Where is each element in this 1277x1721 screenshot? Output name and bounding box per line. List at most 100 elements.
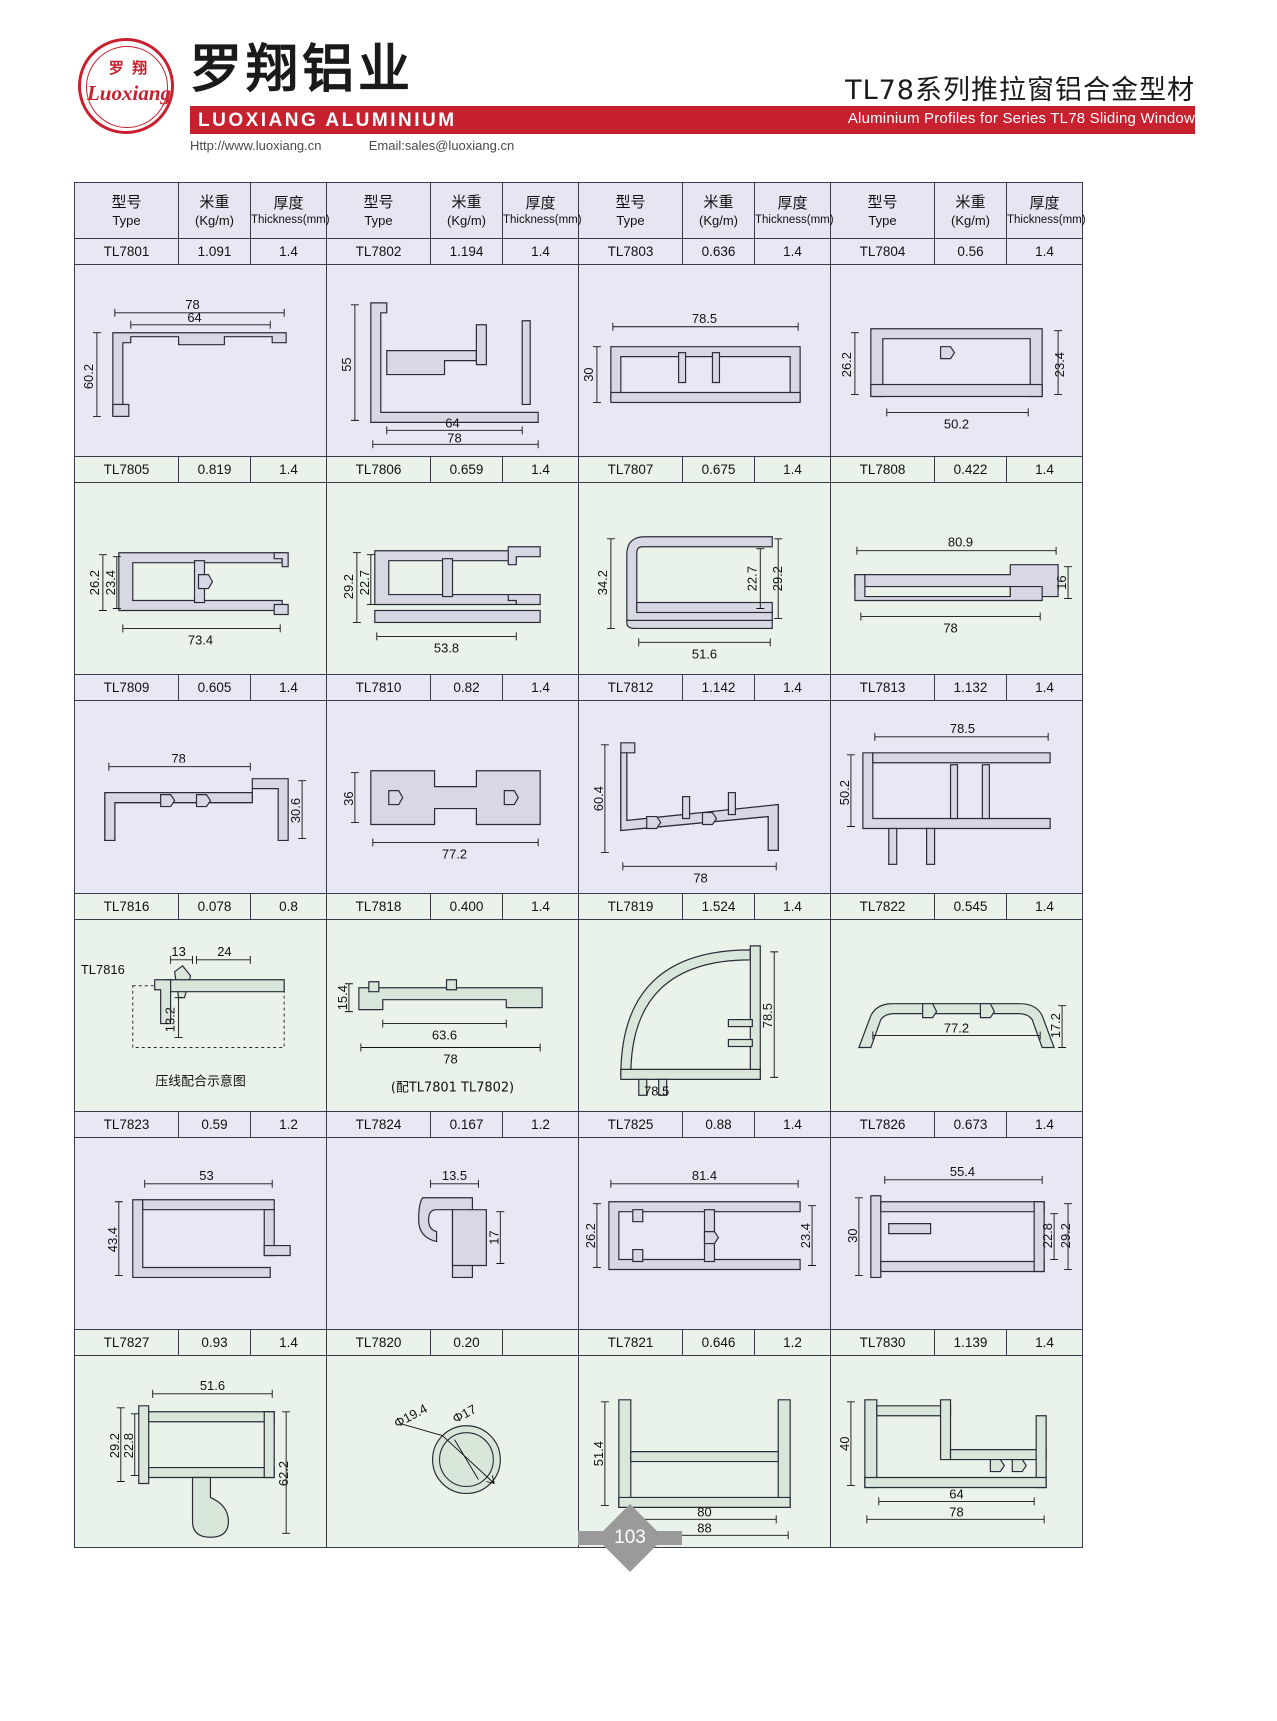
header-weight-en-4: (Kg/m) xyxy=(951,212,990,228)
cell-type: TL7826 xyxy=(830,1110,935,1138)
cell-weight: 0.88 xyxy=(682,1110,755,1138)
header-weight-1: 米重 (Kg/m) xyxy=(178,182,251,239)
cell-weight: 0.422 xyxy=(934,456,1007,484)
header-type-cn-3: 型号 xyxy=(615,192,646,211)
header-weight-cn-1: 米重 xyxy=(199,192,230,211)
brand-name-chinese: 罗翔铝业 xyxy=(190,40,415,100)
svg-text:78: 78 xyxy=(949,1505,963,1520)
svg-text:60.4: 60.4 xyxy=(591,786,606,811)
svg-text:TL7816: TL7816 xyxy=(81,961,125,976)
header-thickness-cn-1: 厚度 xyxy=(273,193,304,212)
svg-text:29.2: 29.2 xyxy=(770,566,785,591)
header-thickness-3: 厚度 Thickness(mm) xyxy=(754,182,834,239)
header-weight-cn-2: 米重 xyxy=(451,192,482,211)
cell-thickness: 1.4 xyxy=(502,674,579,702)
profile-drawing-tl7810: 36 77.2 xyxy=(326,700,579,894)
svg-text:(配TL7801 TL7802): (配TL7801 TL7802) xyxy=(391,1080,514,1095)
header-thickness-en-4: Thickness(mm) xyxy=(1007,213,1086,226)
header-weight-en-3: (Kg/m) xyxy=(699,212,738,228)
profile-drawing-tl7825: 81.4 26.2 23.4 xyxy=(578,1136,831,1331)
page-number-badge: 103 xyxy=(578,1504,698,1572)
cell-thickness: 1.4 xyxy=(1006,892,1083,920)
cell-weight: 0.819 xyxy=(178,456,251,484)
profile-drawing-tl7826: 55.4 30 22.8 29.2 xyxy=(830,1136,1083,1331)
svg-text:24: 24 xyxy=(217,944,231,959)
header-thickness-cn-2: 厚度 xyxy=(525,193,556,212)
table-header-row: 型号 Type 米重 (Kg/m) 厚度 Thickness(mm) 型号 Ty… xyxy=(74,182,1086,239)
svg-text:78.5: 78.5 xyxy=(950,721,975,736)
cell-thickness: 0.8 xyxy=(250,892,327,920)
profile-drawing-tl7822: 17.2 77.2 xyxy=(830,918,1083,1112)
svg-text:55.4: 55.4 xyxy=(950,1164,975,1179)
svg-text:40: 40 xyxy=(837,1437,852,1451)
cell-weight: 0.167 xyxy=(430,1110,503,1138)
cell-type: TL7806 xyxy=(326,456,431,484)
svg-text:13.2: 13.2 xyxy=(163,1007,178,1032)
drawings-row: 78 30.6 36 77.2 xyxy=(74,700,1083,894)
header-type-3: 型号 Type xyxy=(578,182,683,239)
cell-thickness: 1.2 xyxy=(754,1329,831,1357)
cell-weight: 0.675 xyxy=(682,456,755,484)
svg-text:16: 16 xyxy=(1054,576,1069,590)
header-thickness-cn-4: 厚度 xyxy=(1029,193,1060,212)
cell-weight: 0.636 xyxy=(682,238,755,265)
cell-weight: 0.078 xyxy=(178,892,251,920)
header-thickness-4: 厚度 Thickness(mm) xyxy=(1006,182,1086,239)
profile-drawing-tl7806: 29.2 22.7 53.8 xyxy=(326,482,579,676)
company-seal-logo: 罗 翔 Luoxiang xyxy=(78,38,174,134)
table-row: TL7823 0.59 1.2 TL7824 0.167 1.2 TL7825 … xyxy=(74,1110,1083,1138)
cell-thickness: 1.4 xyxy=(250,456,327,484)
svg-text:17.2: 17.2 xyxy=(1048,1013,1063,1038)
seal-chinese-text: 罗 翔 xyxy=(108,60,150,77)
brand-red-bar xyxy=(190,106,1195,134)
cell-thickness: 1.4 xyxy=(754,456,831,484)
svg-text:22.7: 22.7 xyxy=(744,566,759,591)
cell-thickness xyxy=(502,1329,579,1357)
cell-thickness: 1.4 xyxy=(1006,456,1083,484)
profile-drawing-tl7809: 78 30.6 xyxy=(74,700,327,894)
svg-text:78: 78 xyxy=(185,297,199,312)
cell-type: TL7825 xyxy=(578,1110,683,1138)
header-thickness-en-2: Thickness(mm) xyxy=(503,213,582,226)
cell-weight: 1.142 xyxy=(682,674,755,702)
profile-drawing-tl7807: 34.2 22.7 29.2 51.6 xyxy=(578,482,831,676)
header-weight-3: 米重 (Kg/m) xyxy=(682,182,755,239)
cell-type: TL7802 xyxy=(326,238,431,265)
cell-thickness: 1.4 xyxy=(502,892,579,920)
svg-text:26.2: 26.2 xyxy=(583,1223,598,1248)
profile-drawing-tl7801: 78 64 60.2 xyxy=(74,263,327,458)
cell-thickness: 1.4 xyxy=(1006,1110,1083,1138)
cell-weight: 0.93 xyxy=(178,1329,251,1357)
cell-type: TL7807 xyxy=(578,456,683,484)
header-weight-en-1: (Kg/m) xyxy=(195,212,234,228)
profile-drawing-tl7804: 26.2 23.4 50.2 xyxy=(830,263,1083,458)
profile-drawing-tl7830: 40 64 78 xyxy=(830,1355,1083,1549)
cell-weight: 0.646 xyxy=(682,1329,755,1357)
svg-text:53: 53 xyxy=(199,1168,213,1183)
table-row: TL7805 0.819 1.4 TL7806 0.659 1.4 TL7807… xyxy=(74,456,1083,484)
seal-english-text: Luoxiang xyxy=(86,81,172,105)
cell-type: TL7803 xyxy=(578,238,683,265)
drawings-row: 78 64 60.2 55 64 78 xyxy=(74,263,1083,458)
header-type-en-2: Type xyxy=(364,212,393,228)
svg-text:62.2: 62.2 xyxy=(276,1461,291,1486)
svg-text:压线配合示意图: 压线配合示意图 xyxy=(155,1073,246,1089)
svg-text:80: 80 xyxy=(697,1505,711,1520)
svg-text:88: 88 xyxy=(697,1520,711,1535)
cell-thickness: 1.4 xyxy=(754,674,831,702)
svg-text:63.6: 63.6 xyxy=(432,1027,457,1042)
svg-text:43.4: 43.4 xyxy=(105,1227,120,1252)
page-title-chinese: TL78系列推拉窗铝合金型材 xyxy=(845,75,1195,106)
svg-text:78.5: 78.5 xyxy=(644,1083,669,1098)
table-row: TL7827 0.93 1.4 TL7820 0.20 TL7821 0.646… xyxy=(74,1329,1083,1357)
page-header: 罗 翔 Luoxiang 罗翔铝业 LUOXIANG ALUMINIUM Htt… xyxy=(0,0,1277,170)
page-title-english: Aluminium Profiles for Series TL78 Slidi… xyxy=(847,110,1195,127)
cell-thickness: 1.4 xyxy=(754,892,831,920)
svg-text:73.4: 73.4 xyxy=(188,633,213,648)
cell-weight: 0.82 xyxy=(430,674,503,702)
profile-drawing-tl7802: 55 64 78 xyxy=(326,263,579,458)
cell-thickness: 1.4 xyxy=(1006,674,1083,702)
header-type-en-4: Type xyxy=(868,212,897,228)
profile-drawing-tl7827: 51.6 29.2 22.8 62.2 xyxy=(74,1355,327,1549)
cell-type: TL7822 xyxy=(830,892,935,920)
